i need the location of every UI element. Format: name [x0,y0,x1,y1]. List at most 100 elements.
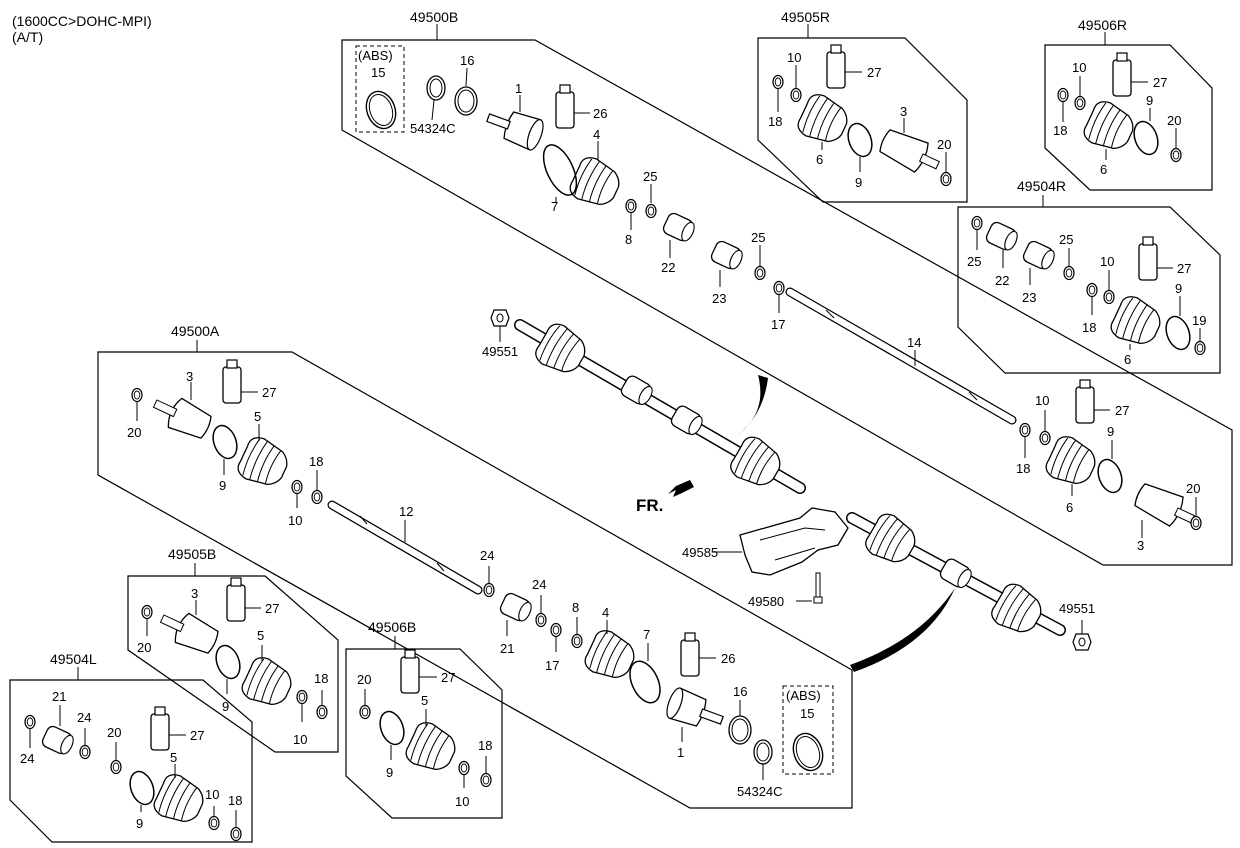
label-12: 12 [399,504,413,519]
label-5-49506B: 5 [421,693,428,708]
label-9-right-inner: 9 [1107,424,1114,439]
label-16-49500A: 16 [733,684,747,699]
group-49505B-title: 49505B [168,546,216,562]
boot-5-49500A [233,433,294,493]
label-20-49505B: 20 [137,640,151,655]
bracket-49585 [739,507,849,576]
group-49500B-title: 49500B [410,9,458,25]
label-9-49505B: 9 [222,699,229,714]
label-8-right: 8 [625,232,632,247]
damper-22-right [660,210,698,245]
boot-5-49505B [237,653,298,713]
group-49500B-frame [341,39,1233,566]
label-6-49505R: 6 [816,152,823,167]
label-10-49505B: 10 [293,732,307,747]
ring-10-49504R [1103,289,1115,305]
ring-25b-right [754,265,766,281]
label-24a-49504L: 24 [20,751,34,766]
seal-54324C-49500A [753,739,773,765]
group-49500B: 49500B (ABS) 15 54324C 16 1 26 4 7 8 25 … [341,9,1233,566]
label-18-49506B: 18 [478,738,492,753]
grease-27-49506R [1112,52,1132,97]
band-9-49505R [847,122,873,158]
label-27-49505R: 27 [867,65,881,80]
group-49506B-frame [345,648,503,819]
ring-20-49506R [1170,147,1182,163]
group-49505R-frame [757,37,968,203]
ring-25a-49504R [971,215,983,231]
label-10-49504R: 10 [1100,254,1114,269]
label-25b-49504R: 25 [1059,232,1073,247]
label-1-right: 1 [515,81,522,96]
ring-17-right [773,280,785,296]
ring-16-right [454,86,478,116]
abs-box-right [355,45,405,133]
label-7-right: 7 [551,199,558,214]
ring-20-right-inner [1190,515,1202,531]
grease-27-49500A [222,359,242,404]
label-22-49504R: 22 [995,273,1009,288]
group-49504R-title: 49504R [1017,178,1066,194]
label-18-49504L: 18 [228,793,242,808]
ring-18-right-inner [1019,422,1031,438]
label-10-49506B: 10 [455,794,469,809]
boot-4-right [565,153,626,213]
grease-27-49504R [1138,236,1158,281]
label-9-49500A: 9 [219,478,226,493]
group-49504L-frame [9,679,253,843]
label-9-49504L: 9 [136,816,143,831]
pointer-arc-bottom [850,588,955,672]
label-49551-top: 49551 [482,344,518,359]
group-49504R-frame [957,206,1221,374]
group-49506R: 49506R 18 10 27 6 9 20 [1044,17,1213,191]
ring-18-49506R [1057,87,1069,103]
boot-6-49505R [793,90,854,150]
group-49506R-title: 49506R [1078,17,1127,33]
group-49505B: 49505B 20 3 27 9 5 10 18 [127,546,339,753]
nut-49551-bottom [1072,633,1092,651]
damper-23-right [708,238,746,273]
band-7-right [542,144,578,196]
bolt-49580 [813,572,823,604]
label-9-49506B: 9 [386,765,393,780]
ring-18-49506B [480,772,492,788]
ring-20-49504L [110,759,122,775]
label-20-right-inner: 20 [1186,481,1200,496]
group-49504R: 49504R 25 22 23 25 18 10 27 6 9 19 [957,178,1221,374]
label-9-49504R: 9 [1175,281,1182,296]
ring-20-49505B [141,604,153,620]
group-49504L-title: 49504L [50,651,97,667]
grease-26-49500A [680,632,700,677]
label-1-49500A: 1 [677,745,684,760]
ring-24a-49504L [24,714,36,730]
ring-10-49504L [208,815,220,831]
label-5-49504L: 5 [170,750,177,765]
ring-10-49500A [291,479,303,495]
label-26-right: 26 [593,106,607,121]
label-25a-49504R: 25 [967,254,981,269]
label-23-49504R: 23 [1022,290,1036,305]
ring-24b-49504L [79,744,91,760]
outer-joint-1-49500A [663,685,728,736]
abs-ring-15-left [787,728,829,776]
tripod-joint-3-right-inner [1134,483,1195,527]
tripod-joint-3-49505R [879,129,940,173]
boot-5-49506B [401,718,462,778]
label-9-49506R: 9 [1146,93,1153,108]
ring-17-49500A [550,622,562,638]
label-10-49504L: 10 [205,787,219,802]
label-18-right-inner: 18 [1016,461,1030,476]
front-label: FR. [636,496,663,515]
group-49500A-title: 49500A [171,323,220,339]
grease-27-49506B [400,649,420,694]
label-49580: 49580 [748,594,784,609]
pointer-arc-top [722,375,768,445]
leader-16-right [465,67,468,87]
ring-18-49500A [311,489,323,505]
ring-10-49506B [458,760,470,776]
damper-21-49504L [39,723,77,758]
band-9-49505B [215,644,241,680]
label-6-49506R: 6 [1100,162,1107,177]
label-25b-right: 25 [751,230,765,245]
